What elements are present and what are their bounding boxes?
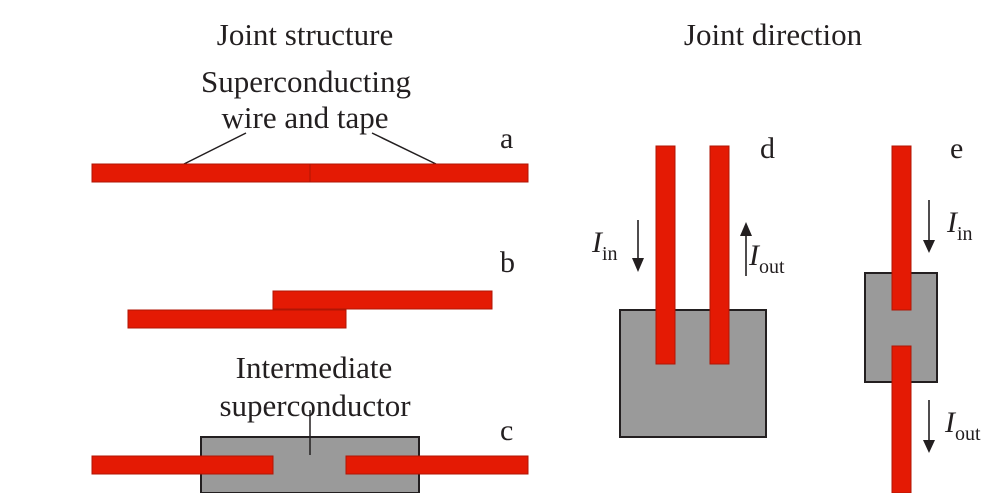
panel-letter-a: a [500, 122, 513, 155]
tape-e-upper [891, 145, 912, 311]
tape-e-lower [891, 345, 912, 493]
intermediate-block-d [619, 309, 767, 438]
panel-d: d Iin Iout [591, 132, 785, 438]
tape-a-right [309, 163, 529, 183]
arrow-down-icon [923, 240, 935, 253]
panel-e: e Iin Iout [864, 132, 981, 493]
panel-letter-b: b [500, 246, 515, 279]
title-joint-structure: Joint structure [217, 17, 394, 52]
leader-line-left [183, 132, 247, 165]
arrow-down-icon [923, 440, 935, 453]
panel-letter-d: d [760, 132, 775, 165]
tape-b-upper [272, 290, 493, 310]
label-wire-and-tape: wire and tape [222, 100, 389, 135]
panel-c: Intermediate superconductor c [91, 350, 529, 493]
arrow-down-icon [632, 258, 644, 272]
current-out-label-e: Iout [944, 406, 981, 445]
tape-a-left [91, 163, 311, 183]
arrow-up-icon [740, 222, 752, 236]
tape-b-lower [127, 309, 347, 329]
tape-d-in [655, 145, 676, 365]
label-intermediate: Intermediate [236, 350, 393, 385]
leader-line-right [371, 132, 437, 165]
panel-letter-e: e [950, 132, 963, 165]
tape-c-left [91, 455, 274, 475]
current-in-label-d: Iin [591, 226, 618, 265]
title-joint-direction: Joint direction [684, 17, 863, 52]
panel-a: Superconducting wire and tape a [91, 64, 529, 183]
current-in-label-e: Iin [946, 206, 973, 245]
tape-d-out [709, 145, 730, 365]
label-superconducting: Superconducting [201, 64, 411, 99]
current-out-label-d: Iout [748, 239, 785, 278]
panel-b: b [127, 246, 515, 329]
tape-c-right [345, 455, 529, 475]
panel-letter-c: c [500, 414, 513, 447]
label-superconductor: superconductor [219, 388, 411, 423]
